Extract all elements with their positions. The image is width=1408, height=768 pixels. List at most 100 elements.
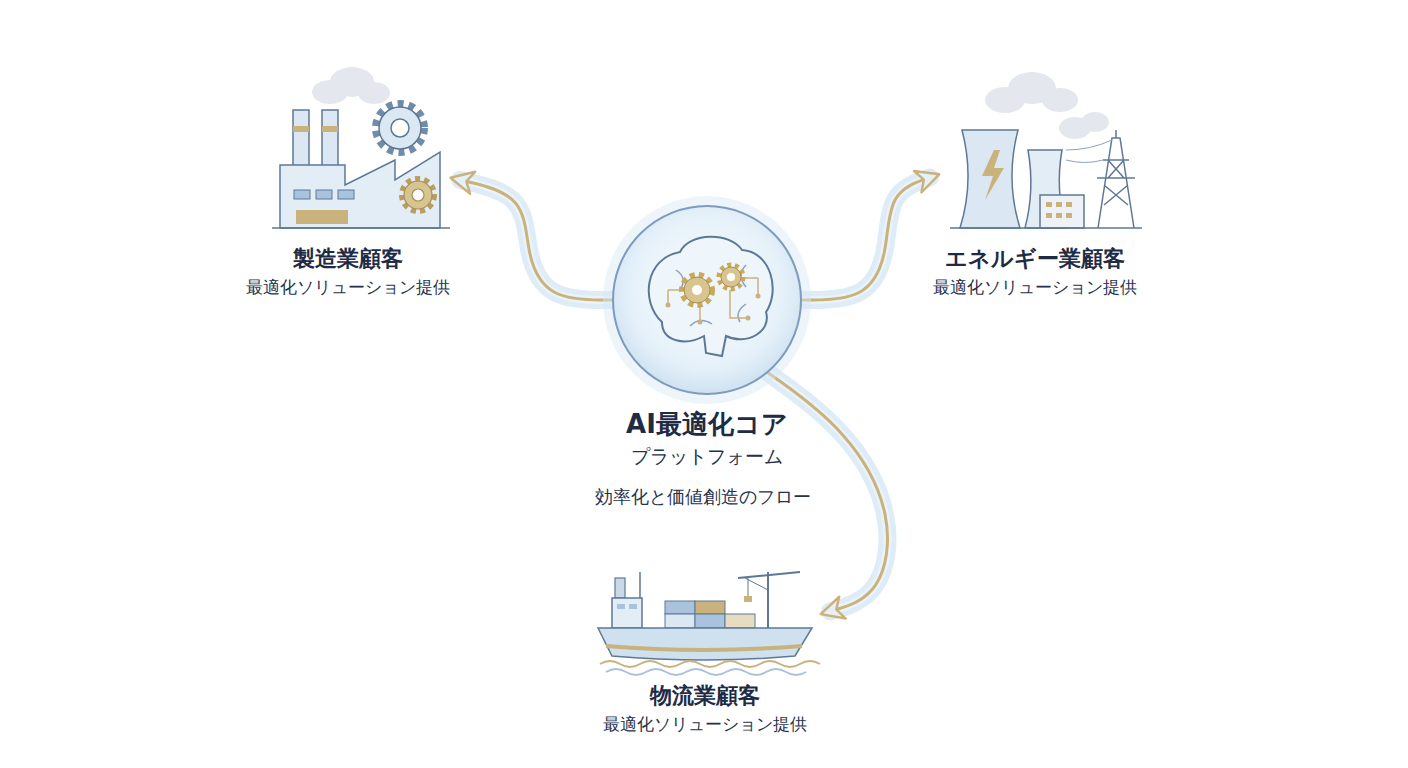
cargo-ship-illustration-part — [615, 578, 625, 598]
power-plant-illustration-part — [1059, 117, 1091, 139]
cargo-ship-illustration-part — [598, 628, 812, 660]
brain-icon-part — [649, 237, 773, 356]
power-plant-illustration-part — [960, 130, 1020, 228]
power-plant-illustration-part — [1066, 140, 1112, 163]
brain-icon-part — [727, 273, 735, 281]
cargo-ship-illustration-part — [612, 598, 642, 628]
flow-caption: 効率化と価値創造のフロー — [503, 485, 903, 509]
brain-icon-part — [721, 267, 741, 287]
factory-illustration-part — [358, 82, 390, 104]
node-heading: 物流業顧客 — [560, 681, 850, 711]
node-heading: エネルギー業顧客 — [910, 244, 1160, 274]
cargo-ship-illustration-part — [695, 614, 725, 628]
arrow-glow — [460, 180, 612, 300]
factory-illustration-part — [404, 181, 432, 209]
power-plant-illustration-part — [985, 87, 1025, 113]
cargo-ship-illustration-part — [695, 601, 725, 614]
factory-illustration-part — [316, 190, 332, 199]
circle-glow — [603, 196, 811, 404]
arrow-glow — [802, 178, 930, 301]
cargo-ship-illustration-part — [629, 604, 637, 609]
circle-outline — [612, 205, 802, 395]
factory-illustration-part — [330, 67, 374, 97]
arrow-glow-core — [802, 178, 930, 301]
power-plant-illustration-part — [1097, 130, 1135, 228]
cargo-ship-illustration-part — [665, 601, 695, 614]
brain-icon-part — [684, 277, 710, 303]
brain-icon-part — [692, 285, 702, 295]
power-plant-illustration-part — [950, 227, 1142, 229]
cargo-ship-illustration-part — [606, 669, 806, 675]
factory-illustration-part — [293, 126, 309, 132]
factory-illustration-part — [312, 80, 348, 104]
factory-illustration — [272, 67, 450, 228]
factory-illustration-part — [272, 227, 450, 229]
factory-illustration-part — [322, 110, 338, 210]
customer-node: 物流業顧客最適化ソリューション提供 — [580, 560, 830, 737]
core-platform-circle: AI最適化コアプラットフォーム — [612, 205, 802, 395]
factory-illustration-part — [293, 110, 309, 210]
factory-illustration-part — [280, 152, 440, 228]
node-heading: 製造業顧客 — [215, 244, 480, 274]
node-text-group: エネルギー業顧客最適化ソリューション提供 — [910, 244, 1160, 300]
brain-icon-part — [746, 316, 751, 321]
node-text-group: AI最適化コアプラットフォーム — [507, 407, 907, 471]
factory-illustration-part — [376, 104, 424, 152]
node-subtext: 最適化ソリューション提供 — [215, 274, 480, 300]
flow-arrow — [460, 180, 612, 300]
cargo-ship-illustration-part — [606, 646, 802, 650]
node-subtext: 最適化ソリューション提供 — [560, 711, 850, 737]
brain-icon-part — [666, 303, 671, 308]
arrow-line — [802, 178, 930, 301]
node-text-group: 物流業顧客最適化ソリューション提供 — [560, 681, 850, 737]
flow-arrow — [802, 178, 930, 301]
power-plant-illustration-part — [1025, 150, 1066, 228]
factory-illustration-part — [296, 210, 348, 224]
factory-illustration-part — [402, 179, 434, 211]
cargo-ship-illustration-part — [665, 614, 695, 628]
brain-icon-part — [756, 294, 761, 299]
node-heading: AI最適化コア — [507, 407, 907, 441]
node-text-group: 製造業顧客最適化ソリューション提供 — [215, 244, 480, 300]
cargo-ship-illustration-part — [744, 596, 752, 602]
circle-shape — [613, 206, 801, 394]
cargo-ship-illustration-part — [745, 578, 768, 590]
cargo-ship-illustration-part — [767, 572, 769, 628]
factory-illustration-part — [391, 119, 409, 137]
node-subtext: プラットフォーム — [507, 441, 907, 471]
power-plant-illustration-part — [1056, 202, 1062, 207]
cargo-ship-illustration-part — [639, 572, 641, 600]
brain-icon-part — [682, 275, 712, 305]
factory-illustration-part — [294, 190, 310, 199]
node-subtext: 最適化ソリューション提供 — [910, 274, 1160, 300]
power-plant-illustration-part — [1046, 202, 1052, 207]
brain-icon-part — [719, 265, 743, 289]
power-plant-illustration-part — [982, 150, 1004, 200]
power-plant-illustration-part — [1066, 202, 1072, 207]
power-plant-illustration-part — [1042, 88, 1078, 112]
customer-node: エネルギー業顧客最適化ソリューション提供 — [930, 55, 1140, 300]
power-plant-illustration-part — [1046, 213, 1052, 218]
power-plant-illustration — [950, 72, 1142, 228]
factory-illustration-part — [379, 107, 421, 149]
cargo-ship-illustration-part — [725, 614, 755, 628]
cargo-ship-illustration — [598, 572, 820, 675]
cargo-ship-illustration-part — [748, 577, 749, 596]
customer-node: 製造業顧客最適化ソリューション提供 — [235, 55, 460, 300]
power-plant-illustration-part — [1008, 72, 1056, 104]
power-plant-illustration-part — [1081, 112, 1109, 132]
factory-illustration-part — [322, 126, 338, 132]
brain-icon-part — [676, 265, 746, 326]
cargo-ship-illustration-part — [617, 604, 625, 609]
factory-illustration-part — [412, 189, 424, 201]
brain-icon-part — [668, 278, 758, 322]
factory-illustration-part — [338, 190, 354, 199]
power-plant-illustration-part — [1040, 195, 1084, 228]
brain-icon — [649, 237, 773, 356]
power-plant-illustration-part — [1056, 213, 1062, 218]
power-plant-illustration-part — [1066, 213, 1072, 218]
brain-icon-part — [698, 320, 703, 325]
